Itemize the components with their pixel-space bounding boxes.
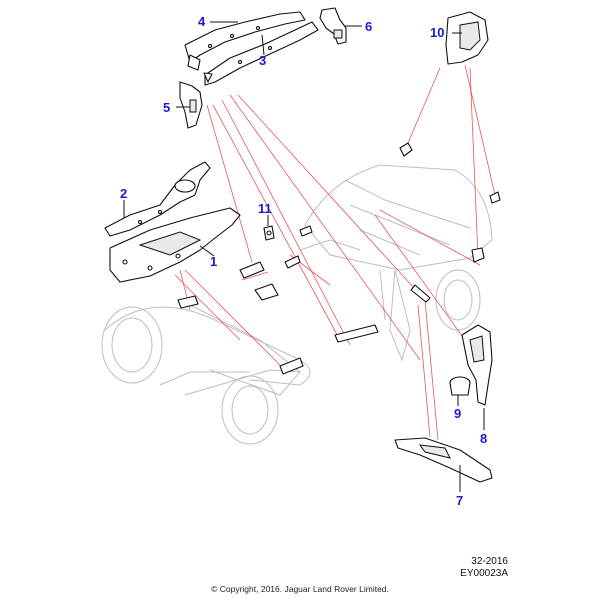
part-8-bracket [461, 324, 493, 406]
callout-7: 7 [456, 493, 463, 508]
red-leader-lines [174, 64, 496, 441]
part-11-clip [263, 225, 275, 241]
callout-5: 5 [163, 100, 170, 115]
part-3-rail [203, 21, 319, 86]
part-9-mount [449, 376, 471, 396]
callout-11: 11 [258, 201, 272, 216]
part-7-trim [394, 437, 493, 483]
part-4-rail [184, 11, 306, 71]
fasteners [177, 142, 501, 375]
part-10-panel [445, 11, 489, 65]
part-5-bracket [179, 81, 203, 129]
part-1-floor-panel [109, 207, 241, 283]
callout-3: 3 [259, 53, 266, 68]
part-6-bracket [319, 7, 347, 45]
callout-labels: 4 3 6 5 10 2 11 1 9 8 7 [120, 14, 487, 508]
part-2-member [104, 161, 211, 237]
reference-code: 32-2016 [471, 556, 508, 567]
copyright-notice: © Copyright, 2016. Jaguar Land Rover Lim… [211, 584, 389, 594]
callout-9: 9 [454, 406, 461, 421]
callout-4: 4 [198, 14, 206, 29]
callout-8: 8 [480, 431, 487, 446]
callout-leaders [123, 21, 485, 492]
callout-6: 6 [365, 19, 372, 34]
callout-10: 10 [430, 25, 444, 40]
illustration-id: EY00023A [460, 568, 508, 579]
callout-1: 1 [210, 254, 217, 269]
callout-2: 2 [120, 186, 127, 201]
